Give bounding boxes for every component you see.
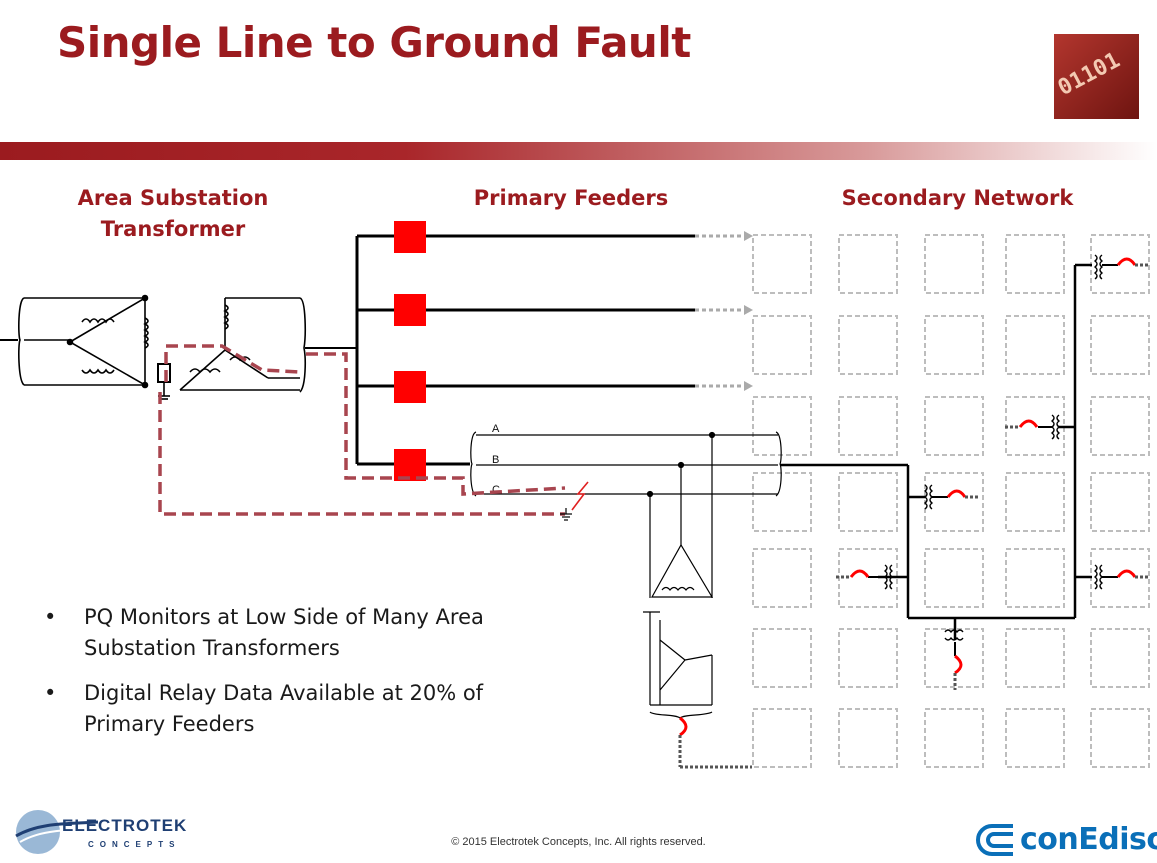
fault-current-path [158, 344, 566, 516]
section-label-substation-line1: Area Substation [77, 186, 269, 210]
bullet-dot: • [44, 605, 57, 629]
grid-cell [924, 396, 984, 456]
binary-wire-icon: 01101 [1054, 34, 1139, 119]
section-label-substation-line2: Transformer [100, 217, 246, 241]
phase-label-a: A [492, 423, 500, 435]
page-title: Single Line to Ground Fault [57, 18, 691, 67]
section-label-primary-feeders: Primary Feeders [473, 186, 669, 210]
grid-cell [1090, 315, 1150, 375]
bullet-2-line1: Digital Relay Data Available at 20% of [84, 681, 484, 705]
list-item: • Digital Relay Data Available at 20% of… [44, 678, 514, 740]
conedison-name: conEdison [1020, 822, 1157, 857]
grid-cell [1090, 628, 1150, 688]
phase-label-c: C [492, 484, 500, 496]
bullet-1-line1: PQ Monitors at Low Side of Many Area [84, 605, 484, 629]
grid-cell [924, 708, 984, 768]
substation-transformer [0, 294, 357, 400]
conedison-logo-icon [976, 824, 1013, 856]
bullet-1-line2: Substation Transformers [84, 636, 340, 660]
fault-spark-icon [571, 481, 589, 511]
breaker-feeder-2 [394, 294, 426, 326]
grid-cell [1005, 708, 1065, 768]
bullet-dot: • [44, 681, 57, 705]
network-transformers [868, 254, 1118, 656]
grid-cell [752, 315, 812, 375]
conedison-logo: conEdison [968, 820, 1157, 860]
secondary-grid [752, 234, 1150, 768]
breaker-feeder-3 [394, 371, 426, 403]
primary-feeders [355, 234, 695, 466]
grid-cell [838, 628, 898, 688]
service-drops [678, 263, 1150, 769]
grid-cell [1090, 396, 1150, 456]
network-protectors [679, 257, 1137, 737]
bullet-2-line2: Primary Feeders [84, 712, 255, 736]
grid-cell [924, 315, 984, 375]
grid-cell [752, 548, 812, 608]
section-label-secondary-network: Secondary Network [841, 186, 1074, 210]
grid-cell [924, 548, 984, 608]
grid-cell [1090, 472, 1150, 532]
grid-cell [1090, 708, 1150, 768]
phase-label-b: B [492, 454, 499, 466]
grid-cell [838, 234, 898, 294]
flow-arrows [695, 234, 745, 388]
grid-cell [838, 708, 898, 768]
breaker-feeder-1 [394, 221, 426, 253]
electrotek-logo: ELECTROTEK CONCEPTS [14, 808, 194, 860]
grid-cell [1005, 548, 1065, 608]
grid-cell [838, 472, 898, 532]
grid-cell [1005, 234, 1065, 294]
ground-icon [560, 508, 572, 521]
grid-cell [1005, 472, 1065, 532]
grid-cell [1005, 628, 1065, 688]
bullet-list: • PQ Monitors at Low Side of Many Area S… [44, 602, 514, 754]
electrotek-sub: CONCEPTS [88, 840, 181, 849]
grid-cell [924, 472, 984, 532]
header-band [0, 142, 1157, 160]
arrow-head-1 [744, 231, 753, 241]
grid-cell [752, 472, 812, 532]
grid-cell [838, 315, 898, 375]
three-phase-section [470, 431, 908, 719]
secondary-backbone [878, 263, 1092, 640]
arrow-head-2 [744, 305, 753, 315]
section-label-substation: Area Substation Transformer [68, 183, 278, 245]
grid-cell [752, 234, 812, 294]
grid-cell [838, 396, 898, 456]
breaker-feeder-4 [394, 449, 426, 481]
grid-cell [752, 396, 812, 456]
grid-cell [924, 234, 984, 294]
arrow-head-3 [744, 381, 753, 391]
electrotek-name: ELECTROTEK [62, 816, 188, 835]
footer-copyright: © 2015 Electrotek Concepts, Inc. All rig… [451, 836, 706, 848]
grid-cell [1005, 315, 1065, 375]
list-item: • PQ Monitors at Low Side of Many Area S… [44, 602, 514, 664]
electrotek-logo-icon [15, 810, 106, 854]
grid-cell [752, 708, 812, 768]
grid-cell [752, 628, 812, 688]
